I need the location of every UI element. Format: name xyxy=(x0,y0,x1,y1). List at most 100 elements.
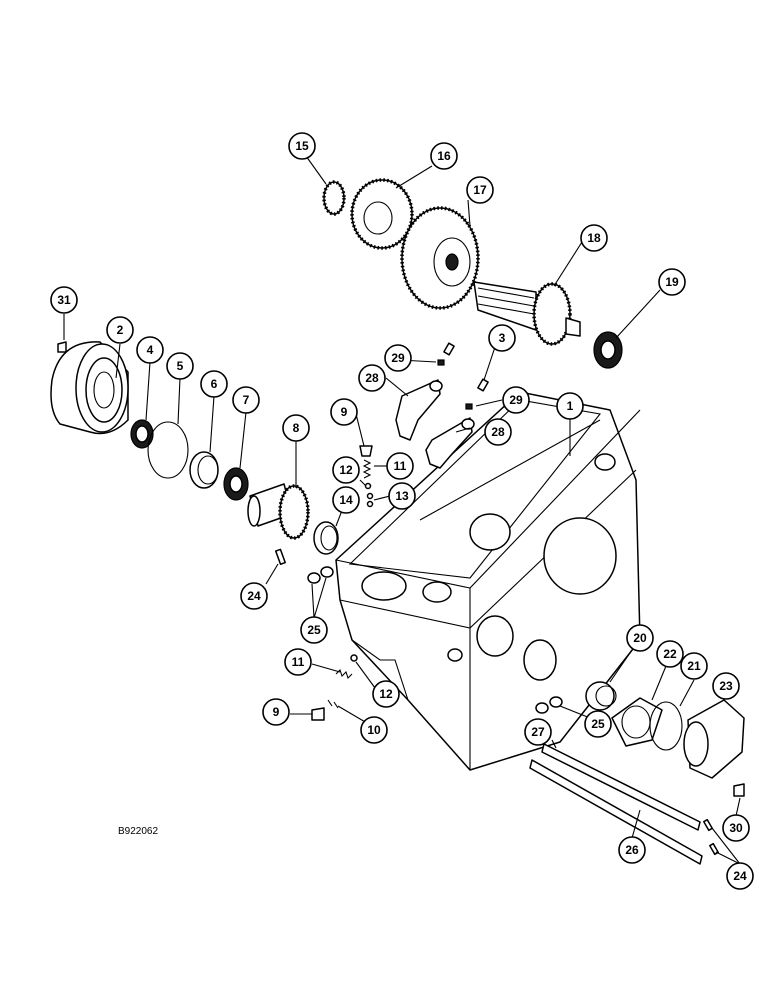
planetary-housing xyxy=(50,341,129,435)
bolt-30 xyxy=(733,783,745,797)
svg-text:11: 11 xyxy=(394,459,407,473)
callout-28-upper: 28 xyxy=(358,364,386,392)
bolt-31 xyxy=(57,341,67,353)
svg-text:13: 13 xyxy=(395,489,409,503)
svg-text:24: 24 xyxy=(247,589,261,603)
svg-text:19: 19 xyxy=(665,275,679,289)
svg-text:11: 11 xyxy=(292,655,305,669)
callout-7: 7 xyxy=(232,386,260,414)
callout-19: 19 xyxy=(658,268,686,296)
bearing-19 xyxy=(593,331,623,369)
svg-text:18: 18 xyxy=(587,231,601,245)
pins-24-right xyxy=(703,818,719,856)
small-gear-15 xyxy=(322,180,346,216)
callout-17: 17 xyxy=(466,176,494,204)
svg-text:9: 9 xyxy=(273,705,280,719)
bearing-cone-small xyxy=(130,419,154,449)
spring-11-upper xyxy=(362,459,372,479)
svg-text:2: 2 xyxy=(117,323,124,337)
callout-8: 8 xyxy=(282,414,310,442)
svg-text:17: 17 xyxy=(473,183,487,197)
svg-text:12: 12 xyxy=(339,463,353,477)
callout-10: 10 xyxy=(360,716,388,744)
pin-24-left xyxy=(274,548,286,566)
callout-12-lower: 12 xyxy=(372,680,400,708)
svg-text:4: 4 xyxy=(147,343,154,357)
shift-rail-27 xyxy=(541,743,701,831)
bearing-cone-left xyxy=(223,467,249,501)
set-screw-3-upper xyxy=(443,342,455,356)
svg-text:31: 31 xyxy=(57,293,71,307)
bearing-cup-14 xyxy=(313,521,339,555)
svg-text:3: 3 xyxy=(499,331,506,345)
gasket-22 xyxy=(611,697,663,747)
callout-14: 14 xyxy=(332,486,360,514)
callout-6: 6 xyxy=(200,370,228,398)
callout-28-lower: 28 xyxy=(484,418,512,446)
transmission-housing xyxy=(335,391,641,771)
shift-rail-26 xyxy=(529,759,703,865)
callout-12-upper: 12 xyxy=(332,456,360,484)
plug-9-lower xyxy=(311,707,325,721)
shift-fork-upper xyxy=(395,379,443,441)
callout-21: 21 xyxy=(680,652,708,680)
o-ring-left xyxy=(147,421,189,479)
callout-24-right: 24 xyxy=(726,862,754,890)
callout-23: 23 xyxy=(712,672,740,700)
bearing-cup-20 xyxy=(585,681,617,711)
svg-text:5: 5 xyxy=(177,359,184,373)
callout-16: 16 xyxy=(430,142,458,170)
callout-20: 20 xyxy=(626,624,654,652)
input-shaft-gear xyxy=(247,483,310,540)
callout-2: 2 xyxy=(106,316,134,344)
svg-text:16: 16 xyxy=(437,149,451,163)
ball-12-upper xyxy=(364,482,372,490)
pin-10 xyxy=(327,699,339,709)
svg-text:8: 8 xyxy=(293,421,300,435)
washers-13 xyxy=(366,492,374,508)
callout-26: 26 xyxy=(618,836,646,864)
sleeves-25-right xyxy=(535,696,563,714)
svg-text:28: 28 xyxy=(365,371,379,385)
callout-9-lower: 9 xyxy=(262,698,290,726)
callout-30: 30 xyxy=(722,814,750,842)
callout-27: 27 xyxy=(524,718,552,746)
svg-text:7: 7 xyxy=(243,393,250,407)
callout-31: 31 xyxy=(50,286,78,314)
spring-11-lower xyxy=(335,668,353,680)
callout-11-upper: 11 xyxy=(386,452,414,480)
callout-29-upper: 29 xyxy=(384,344,412,372)
callout-1: 1 xyxy=(556,392,584,420)
svg-text:28: 28 xyxy=(491,425,505,439)
svg-text:29: 29 xyxy=(509,393,523,407)
svg-text:25: 25 xyxy=(591,717,605,731)
svg-text:24: 24 xyxy=(733,869,747,883)
svg-text:20: 20 xyxy=(633,631,647,645)
splined-shaft-18 xyxy=(473,281,581,346)
set-screw-3-lower xyxy=(477,378,489,392)
sleeves-25-left xyxy=(307,566,334,584)
ball-12-lower xyxy=(350,654,358,662)
callout-24-left: 24 xyxy=(240,582,268,610)
pin-29-lower xyxy=(465,403,473,410)
svg-text:14: 14 xyxy=(339,493,353,507)
svg-text:26: 26 xyxy=(625,843,639,857)
o-ring-21 xyxy=(649,701,683,751)
large-gear-17 xyxy=(400,206,480,310)
svg-text:15: 15 xyxy=(295,139,309,153)
svg-text:6: 6 xyxy=(211,377,218,391)
svg-text:27: 27 xyxy=(531,725,545,739)
callout-22: 22 xyxy=(656,640,684,668)
gear-16 xyxy=(350,178,414,250)
svg-text:29: 29 xyxy=(391,351,405,365)
svg-text:1: 1 xyxy=(567,399,574,413)
svg-text:25: 25 xyxy=(307,623,321,637)
svg-text:30: 30 xyxy=(729,821,743,835)
callout-11-lower: 11 xyxy=(284,648,312,676)
callout-9-upper: 9 xyxy=(330,398,358,426)
svg-text:10: 10 xyxy=(367,723,381,737)
pin-29-upper xyxy=(437,359,445,366)
svg-text:23: 23 xyxy=(719,679,733,693)
callout-18: 18 xyxy=(580,224,608,252)
